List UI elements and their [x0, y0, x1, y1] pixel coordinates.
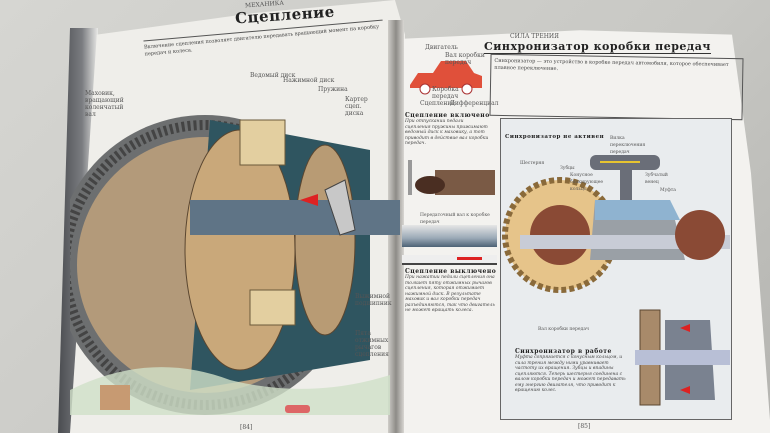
clutch-disengaged-text: При нажатии педали сцепления она толкает… — [405, 275, 495, 313]
right-page-number: [85] — [578, 423, 591, 430]
label-pressure-plate: Нажимной диск — [283, 77, 335, 84]
shaft — [190, 200, 400, 235]
label-spring: Пружина — [318, 86, 348, 93]
label-flywheel: Маховик, вращающий коленчатый вал — [85, 90, 124, 118]
clutch-disengaged-title: Сцепление выключено — [405, 268, 497, 275]
label-release-levers: Пята отжимных рычагов сцепления — [355, 330, 389, 358]
clutch-illustration — [70, 115, 400, 415]
car-label-differential: Дифференциал — [450, 100, 499, 107]
landscape-trees — [70, 367, 390, 415]
label-release-bearing: Выжимной подшипник — [355, 293, 392, 307]
release-lever — [324, 179, 356, 236]
right-gear — [675, 210, 725, 260]
car-label-shaft: Вал коробки передач — [445, 52, 485, 66]
label-fork-shaft: Вилка переключения передач — [610, 136, 646, 155]
sync-working-panel: Синхронизатор в работе Муфта сопрягается… — [515, 348, 630, 394]
arrow-icon — [457, 257, 482, 260]
label-teeth: Зубцы — [560, 166, 575, 171]
right-intro-text: Синхронизатор — это устройство в коробке… — [489, 53, 744, 121]
sync-working-title: Синхронизатор в работе — [515, 348, 612, 355]
clutch-engaged-panel: Сцепление включено При отпускании педали… — [405, 112, 490, 147]
left-page-number: [84] — [240, 424, 253, 431]
car-icon — [285, 405, 310, 413]
pressure-plate — [184, 129, 296, 371]
clutch-disengaged-panel: Сцепление выключено При нажатии педали с… — [405, 268, 500, 314]
lever-block — [249, 289, 296, 326]
label-output-shaft: Вал коробки передач — [538, 327, 589, 332]
label-gear: Шестерня — [520, 161, 545, 166]
right-page-title: Синхронизатор коробки передач — [484, 40, 711, 54]
car-label-gearbox: Коробка передач — [432, 86, 459, 100]
arrow-icon — [300, 194, 318, 206]
label-gear-ring: Зубчатый венец — [645, 173, 668, 185]
car-label-engine: Двигатель — [425, 44, 458, 51]
house-icon — [100, 385, 130, 410]
right-running-head: СИЛА ТРЕНИЯ — [510, 33, 560, 40]
car-body — [410, 61, 482, 88]
gearbox-shaft-strip — [402, 225, 497, 247]
synchronizer-illustration — [502, 155, 730, 293]
shaft-section — [635, 350, 730, 365]
label-sleeve: Муфта — [660, 188, 676, 193]
label-cone: Конусное блокирующее кольцо — [570, 173, 604, 192]
spring-block — [239, 119, 286, 166]
clutch-engaged-title: Сцепление включено — [405, 112, 490, 119]
pedal-foot-illustration — [408, 160, 495, 195]
sync-inactive-title: Синхронизатор не активен — [505, 134, 605, 140]
car-label-clutch: Сцепление — [420, 100, 455, 107]
synchronizer-working-illustration — [635, 309, 730, 406]
label-driven-disk: Ведомый диск — [250, 72, 296, 79]
clutch-engaged-text: При отпускании педали сцепления пружины … — [405, 119, 489, 146]
car-illustration — [410, 61, 482, 95]
housing-disk — [294, 144, 356, 336]
label-housing: Картер сцеп. диска — [345, 96, 368, 117]
shaft-arrow-strip — [402, 255, 497, 265]
sync-working-text: Муфта сопрягается с конусным кольцом, и … — [515, 355, 626, 393]
gearbox-shaft-label: Передаточный вал к коробке передач — [420, 213, 490, 225]
